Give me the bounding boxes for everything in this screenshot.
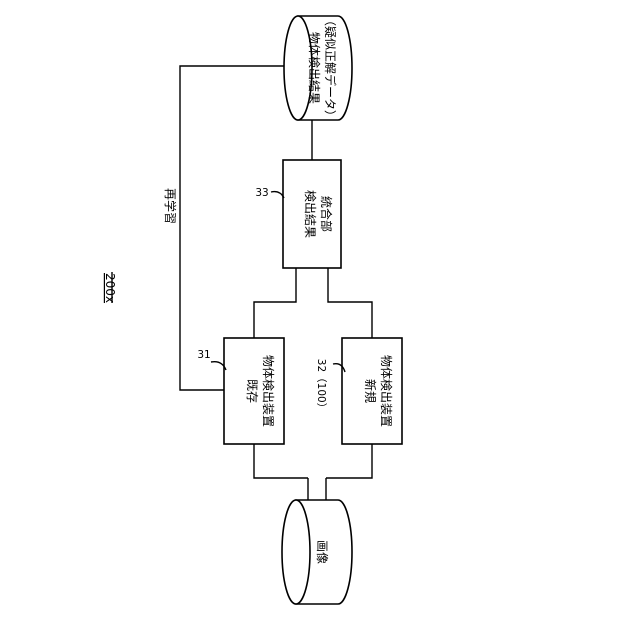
new-device-label-line1: 新規 (363, 379, 378, 403)
detection-result-integration-unit: 検出結果 統合部 33 (255, 160, 341, 268)
result-db-label-line2: （疑似正解データ） (323, 14, 338, 122)
new-device-ref-label: 32（100） (315, 359, 327, 413)
figure-number: 200x (103, 273, 117, 303)
image-db-left-cap (282, 500, 310, 604)
existing-device-label-line1: 既存 (245, 379, 259, 403)
integration-split-line (254, 268, 372, 338)
existing-device-label-line2: 物体検出装置 (261, 355, 275, 427)
integration-unit-ref-leader (271, 192, 284, 198)
image-db: 画像 (282, 500, 352, 604)
object-detection-result-db: 物体検出結果 （疑似正解データ） (284, 14, 352, 122)
integration-unit-label-line2: 統合部 (319, 196, 334, 232)
retraining-label: 再学習 (163, 188, 178, 224)
image-split-line (254, 444, 372, 500)
new-device-label-line2: 物体検出装置 (379, 355, 393, 427)
existing-object-detection-device: 既存 物体検出装置 31 (197, 338, 284, 444)
new-object-detection-device: 新規 物体検出装置 32（100） (315, 338, 402, 444)
integration-unit-label-line1: 検出結果 (303, 190, 317, 238)
result-db-label-line1: 物体検出結果 (307, 32, 321, 104)
existing-device-ref-label: 31 (197, 349, 210, 361)
integration-unit-ref-label: 33 (255, 187, 268, 199)
image-db-label: 画像 (315, 540, 329, 564)
